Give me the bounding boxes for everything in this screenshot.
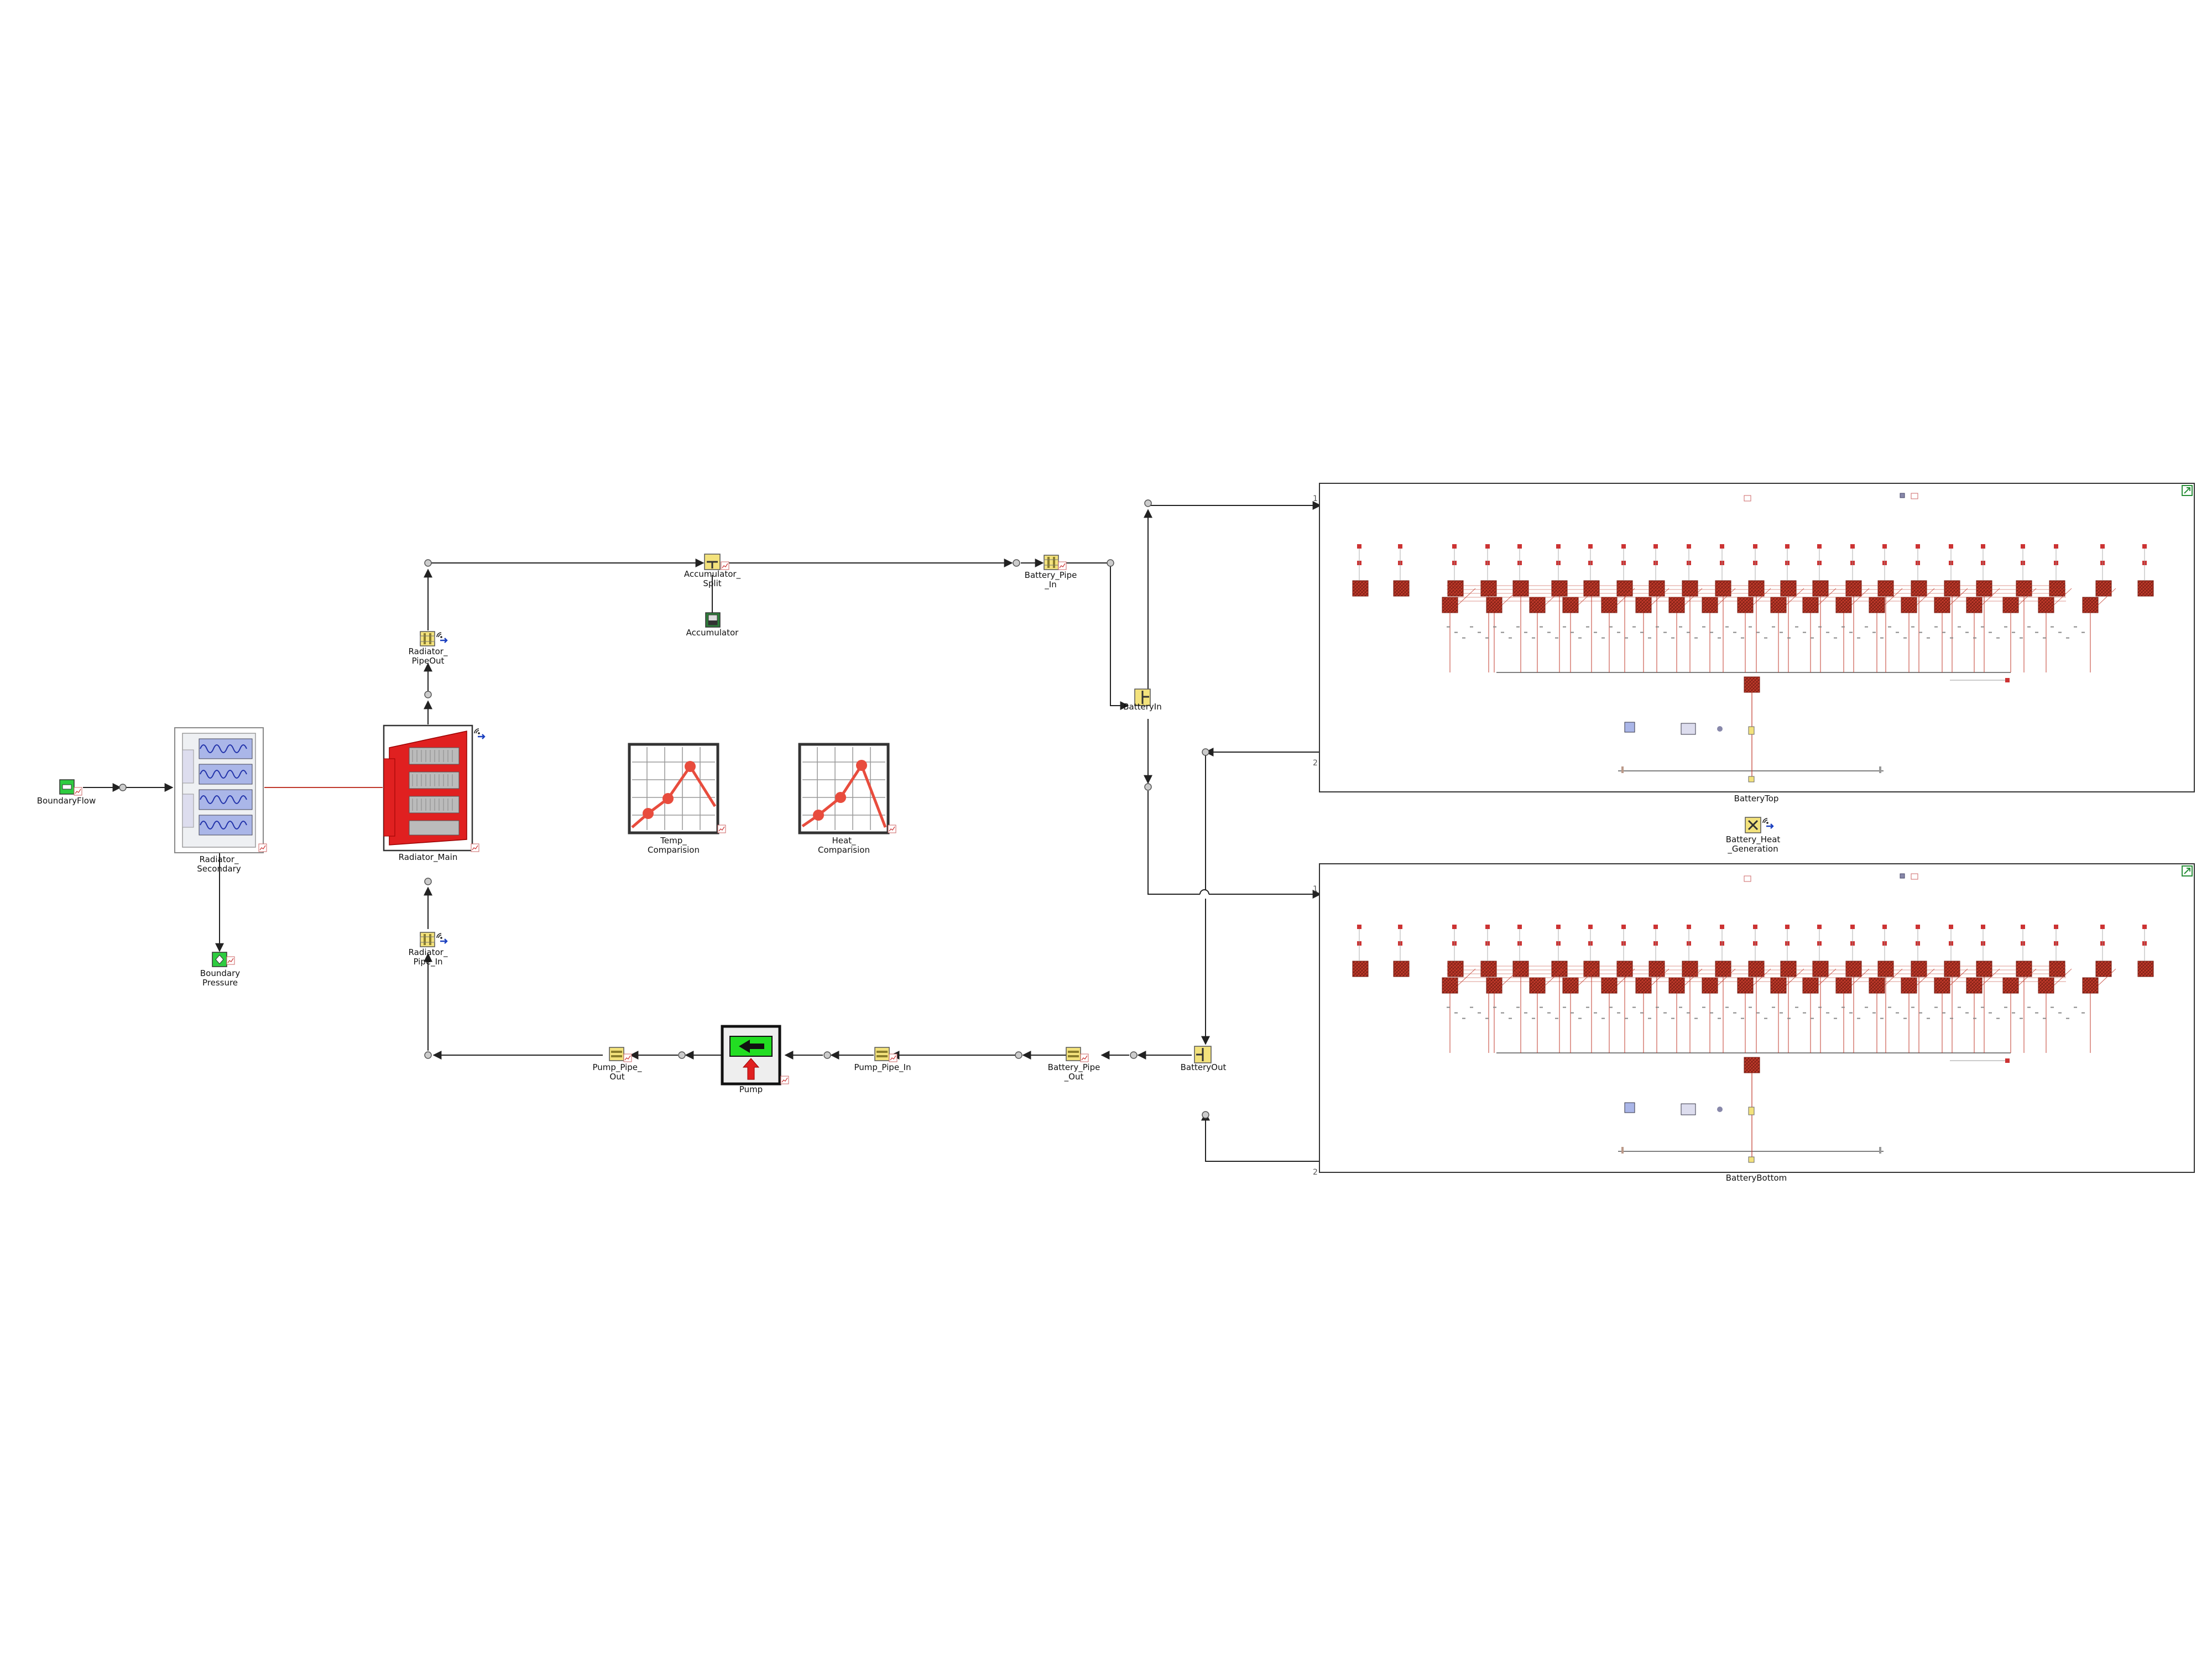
pump-pipe-out-label: Pump_Pipe_ Out	[573, 1063, 661, 1082]
accumulator-split-label: Accumulator_ Split	[668, 570, 757, 588]
heat-comparision-label: Heat_ Comparision	[800, 836, 888, 855]
battery-bottom-expand-icon[interactable]	[2182, 866, 2192, 876]
radiator-main-label: Radiator_Main	[384, 853, 472, 862]
boundary-flow-icon[interactable]	[60, 780, 82, 795]
radiator-secondary-icon[interactable]	[175, 728, 267, 853]
pump-pipe-out-icon[interactable]	[609, 1047, 632, 1062]
boundary-pressure-label: Boundary Pressure	[176, 969, 264, 988]
pump-pipe-in-label: Pump_Pipe_In	[838, 1063, 927, 1072]
temp-comparision-chart-icon[interactable]	[629, 744, 726, 833]
battery-pipe-out-label: Battery_Pipe _Out	[1030, 1063, 1118, 1082]
accumulator-label: Accumulator	[668, 628, 757, 638]
battery-heat-generation-label: Battery_Heat _Generation	[1709, 835, 1797, 854]
battery-bottom-port-out: 2	[1313, 1168, 1318, 1177]
radiator-secondary-label: Radiator_ Secondary	[175, 855, 263, 874]
pump-label: Pump	[707, 1085, 795, 1094]
radiator-pipe-out-icon[interactable]	[420, 632, 447, 646]
pump-icon[interactable]	[722, 1026, 789, 1084]
accumulator-split-icon[interactable]	[705, 554, 729, 570]
battery-heat-generation-icon[interactable]	[1745, 817, 1773, 833]
boundary-flow-label: BoundaryFlow	[22, 796, 111, 806]
battery-top-expand-icon[interactable]	[2182, 486, 2192, 495]
battery-pipe-in-label: Battery_Pipe _In	[1006, 571, 1095, 589]
battery-top-submodel[interactable]	[1319, 483, 2194, 792]
radiator-pipe-in-label: Radiator_ Pipe_In	[384, 948, 472, 967]
battery-top-label: BatteryTop	[1712, 794, 1801, 804]
temp-comparision-label: Temp_ Comparision	[629, 836, 718, 855]
battery-top-port-in: 1	[1313, 494, 1318, 503]
battery-bottom-port-in: 1	[1313, 885, 1318, 894]
battery-bottom-submodel[interactable]	[1319, 864, 2194, 1172]
heat-comparision-chart-icon[interactable]	[800, 744, 896, 833]
boundary-pressure-icon[interactable]	[212, 952, 234, 967]
radiator-main-icon[interactable]	[384, 726, 484, 852]
accumulator-icon[interactable]	[706, 613, 720, 627]
battery-bottom-label: BatteryBottom	[1712, 1173, 1801, 1183]
battery-pipe-out-icon[interactable]	[1066, 1047, 1088, 1062]
battery-out-label: BatteryOut	[1159, 1063, 1248, 1072]
battery-in-label: BatteryIn	[1098, 702, 1187, 712]
radiator-pipe-in-icon[interactable]	[420, 932, 447, 947]
battery-out-icon[interactable]	[1194, 1046, 1211, 1063]
pump-pipe-in-icon[interactable]	[875, 1047, 897, 1062]
radiator-pipe-out-label: Radiator_ PipeOut	[384, 647, 472, 666]
battery-top-port-out: 2	[1313, 759, 1318, 768]
battery-pipe-in-icon[interactable]	[1044, 555, 1066, 570]
